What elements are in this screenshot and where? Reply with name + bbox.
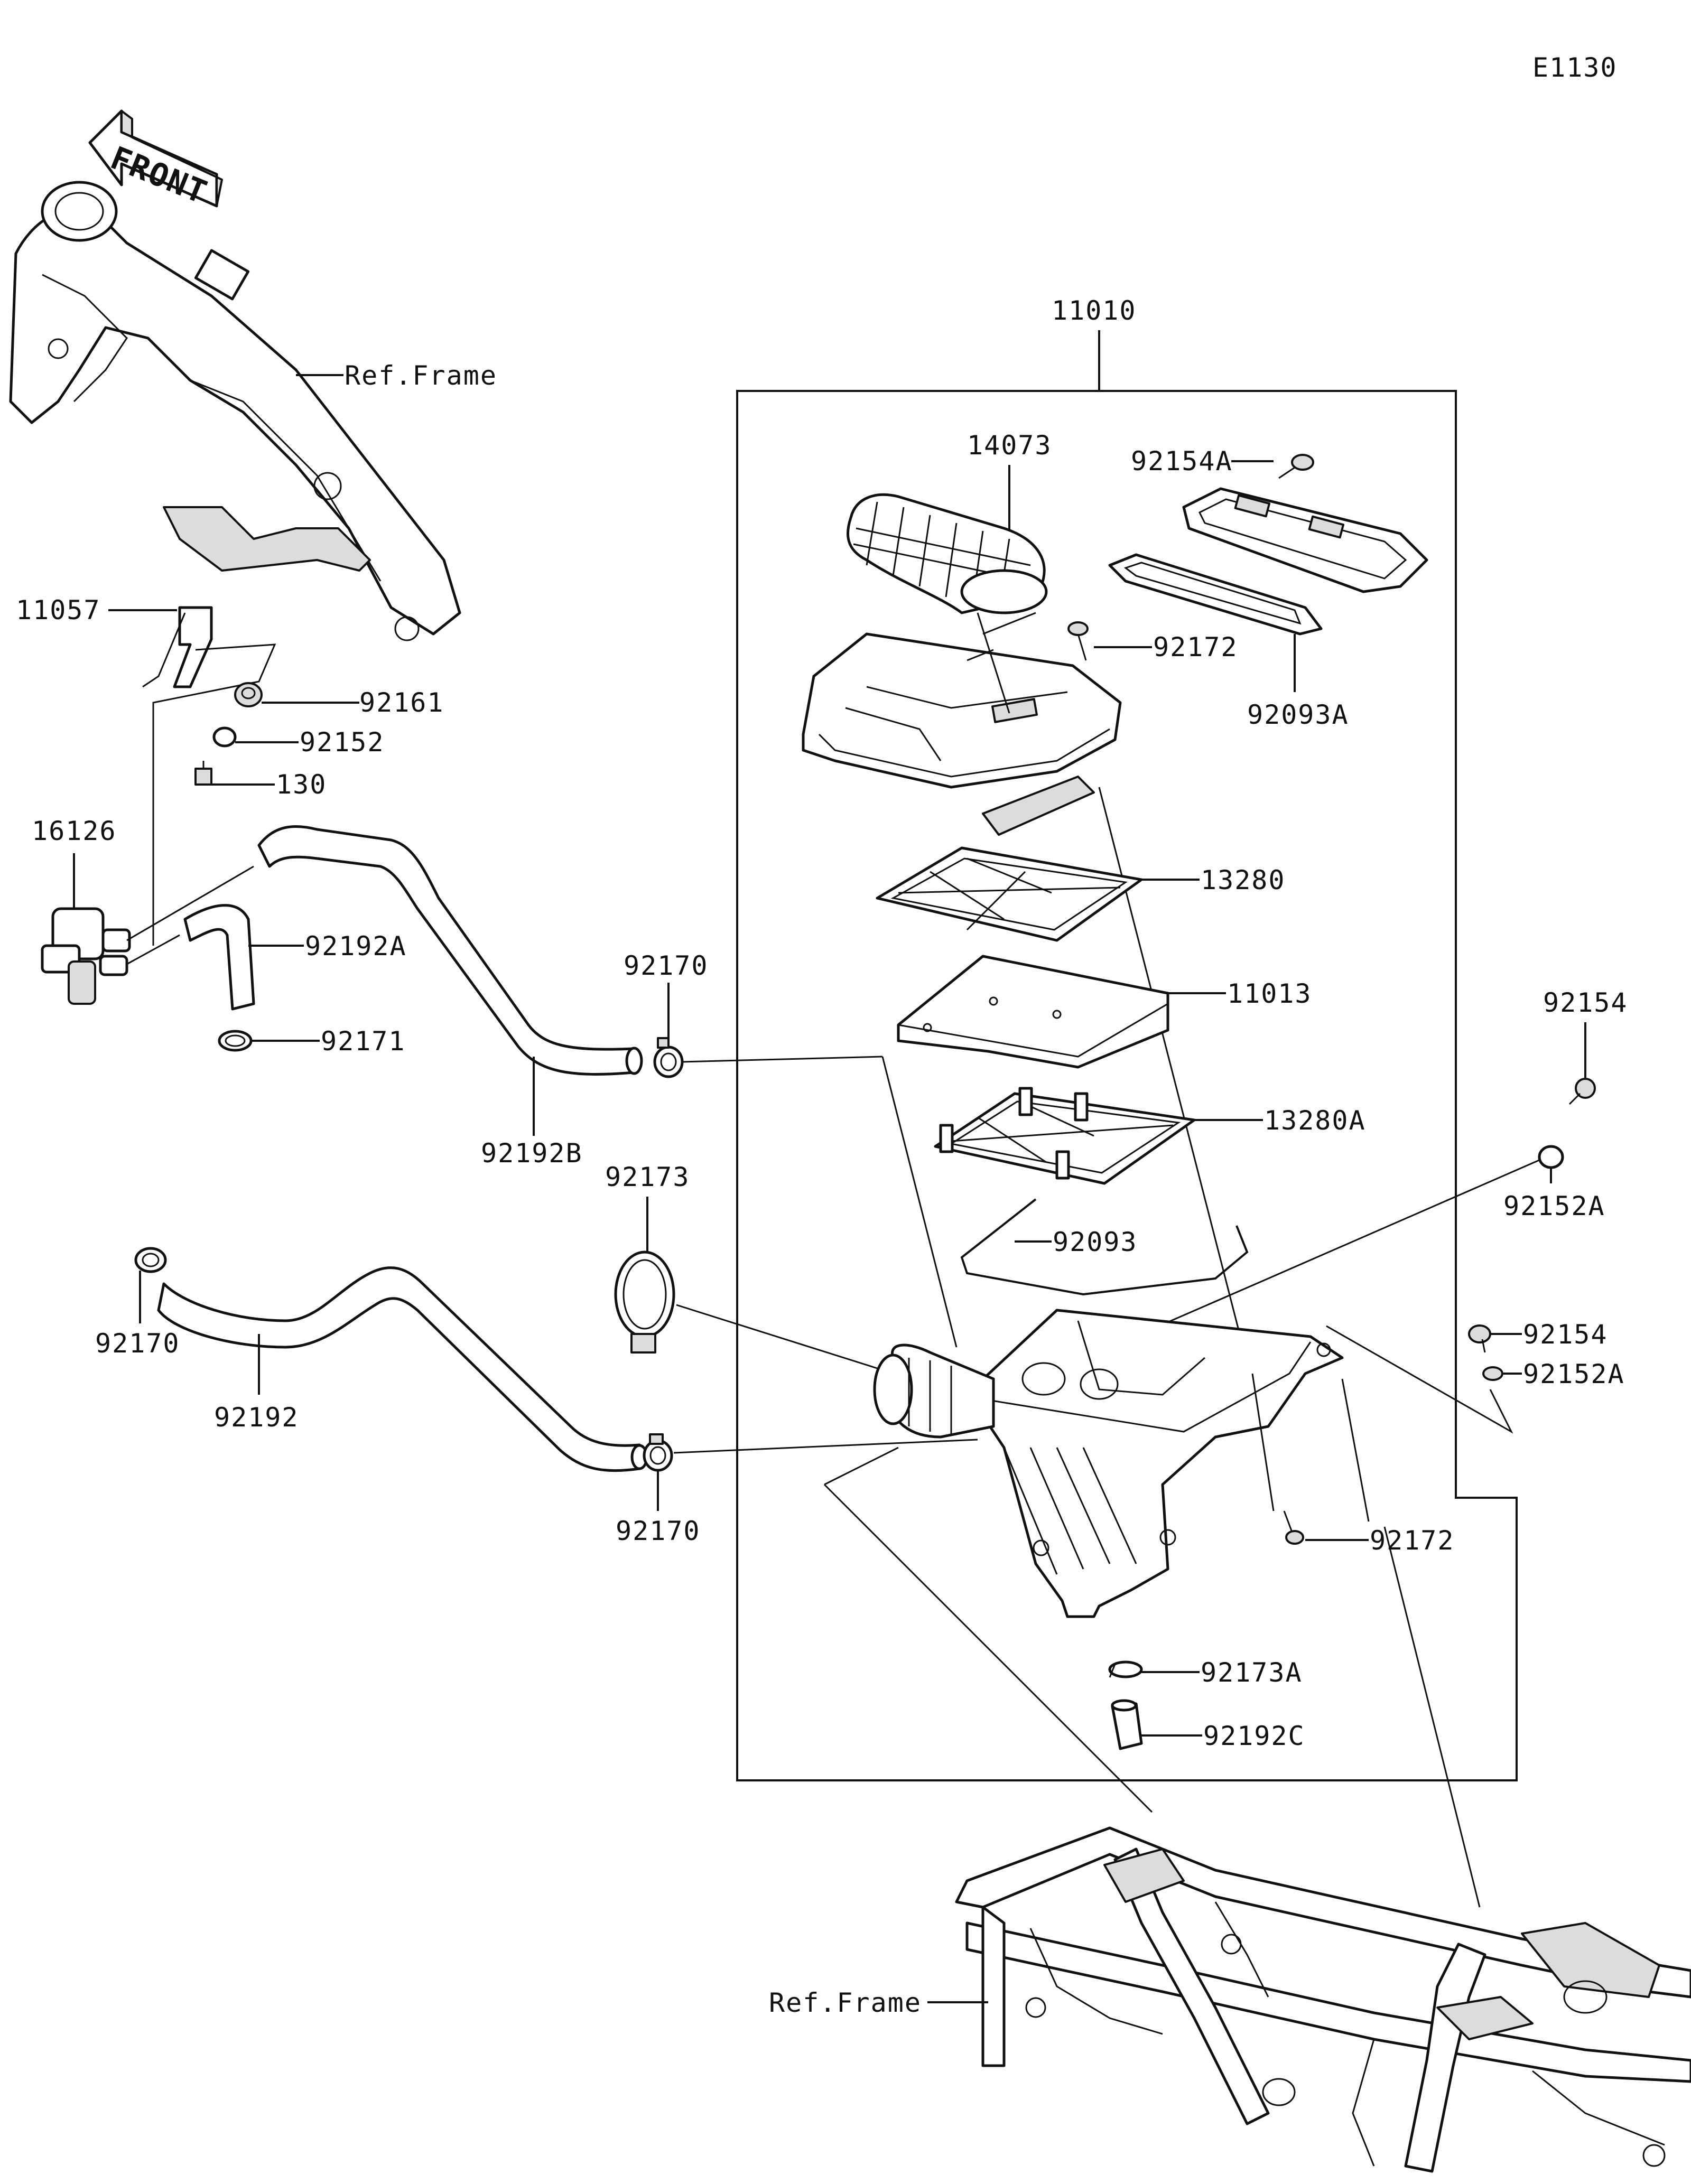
assembly-outline xyxy=(736,330,1518,1781)
label-92172-top: 92172 xyxy=(1153,632,1238,662)
duct-14073 xyxy=(847,493,1048,614)
clip-92171 xyxy=(218,1030,253,1052)
screw-92172-top xyxy=(1067,621,1089,661)
label-92093: 92093 xyxy=(1053,1227,1138,1257)
label-92093A: 92093A xyxy=(1247,699,1349,730)
screw-92154-right xyxy=(1568,1078,1596,1105)
label-92171: 92171 xyxy=(321,1026,406,1057)
collar-92152A-lower xyxy=(1482,1366,1503,1381)
label-92170-left: 92170 xyxy=(95,1328,180,1359)
label-92170-bottom: 92170 xyxy=(616,1516,701,1546)
seal-92093 xyxy=(960,1198,1249,1296)
cover-plate xyxy=(1182,487,1428,593)
label-92170-top: 92170 xyxy=(624,950,709,981)
label-16126: 16126 xyxy=(32,816,117,846)
bolt-130 xyxy=(194,761,212,786)
ref-frame-top xyxy=(9,181,461,641)
band-92173 xyxy=(614,1250,675,1354)
drain-hose-92192C xyxy=(1111,1699,1143,1750)
assembly-label-11010: 11010 xyxy=(1052,295,1137,326)
label-13280: 13280 xyxy=(1201,865,1286,895)
clamp-92170-top xyxy=(653,1037,684,1078)
label-92192A: 92192A xyxy=(305,931,407,962)
label-92192C: 92192C xyxy=(1203,1721,1305,1751)
label-13280A: 13280A xyxy=(1264,1105,1366,1136)
bracket-11057 xyxy=(142,606,213,688)
filter-frame-13280A xyxy=(934,1087,1196,1185)
label-92154A: 92154A xyxy=(1131,446,1233,477)
gasket-92093A xyxy=(1108,553,1323,636)
collar-92152A-right xyxy=(1538,1145,1564,1169)
screw-92172-lower xyxy=(1283,1510,1304,1545)
hose-92192 xyxy=(157,1266,641,1472)
element-11013 xyxy=(897,955,1169,1069)
label-92152: 92152 xyxy=(300,727,385,758)
airbox-cover xyxy=(802,612,1122,789)
label-92173A: 92173A xyxy=(1201,1657,1303,1688)
cover-bracket xyxy=(982,776,1095,836)
hose-92192A xyxy=(183,904,255,1011)
clamp-92170-bottom xyxy=(643,1433,673,1472)
diagram-code: E1130 xyxy=(1532,52,1618,83)
label-92154-lower: 92154 xyxy=(1523,1319,1608,1350)
label-92154-right: 92154 xyxy=(1543,987,1628,1018)
label-92192B: 92192B xyxy=(481,1138,583,1169)
label-92161: 92161 xyxy=(359,687,444,718)
label-92173: 92173 xyxy=(605,1162,690,1192)
valve-16126 xyxy=(41,907,131,1005)
grommet-92161 xyxy=(234,682,263,707)
screw-92154-lower xyxy=(1468,1324,1491,1353)
label-92192: 92192 xyxy=(214,1402,299,1433)
label-92152A-right: 92152A xyxy=(1503,1191,1605,1221)
collar-92152 xyxy=(212,726,237,748)
clamp-92170-left xyxy=(134,1247,167,1273)
ref-frame-label-bottom: Ref.Frame xyxy=(769,1987,922,2018)
ref-frame-bottom xyxy=(955,1826,1691,2173)
airbox-housing xyxy=(873,1309,1344,1618)
label-92152A-lower: 92152A xyxy=(1523,1359,1625,1389)
label-92172-lower: 92172 xyxy=(1370,1525,1455,1556)
label-130: 130 xyxy=(276,769,327,800)
filter-frame-13280 xyxy=(876,846,1143,942)
screw-92154A xyxy=(1278,454,1314,479)
label-11057: 11057 xyxy=(16,595,101,626)
ref-frame-label-top: Ref.Frame xyxy=(345,360,497,391)
label-11013: 11013 xyxy=(1227,978,1312,1009)
clip-92173A xyxy=(1108,1660,1143,1678)
label-14073: 14073 xyxy=(967,430,1052,461)
